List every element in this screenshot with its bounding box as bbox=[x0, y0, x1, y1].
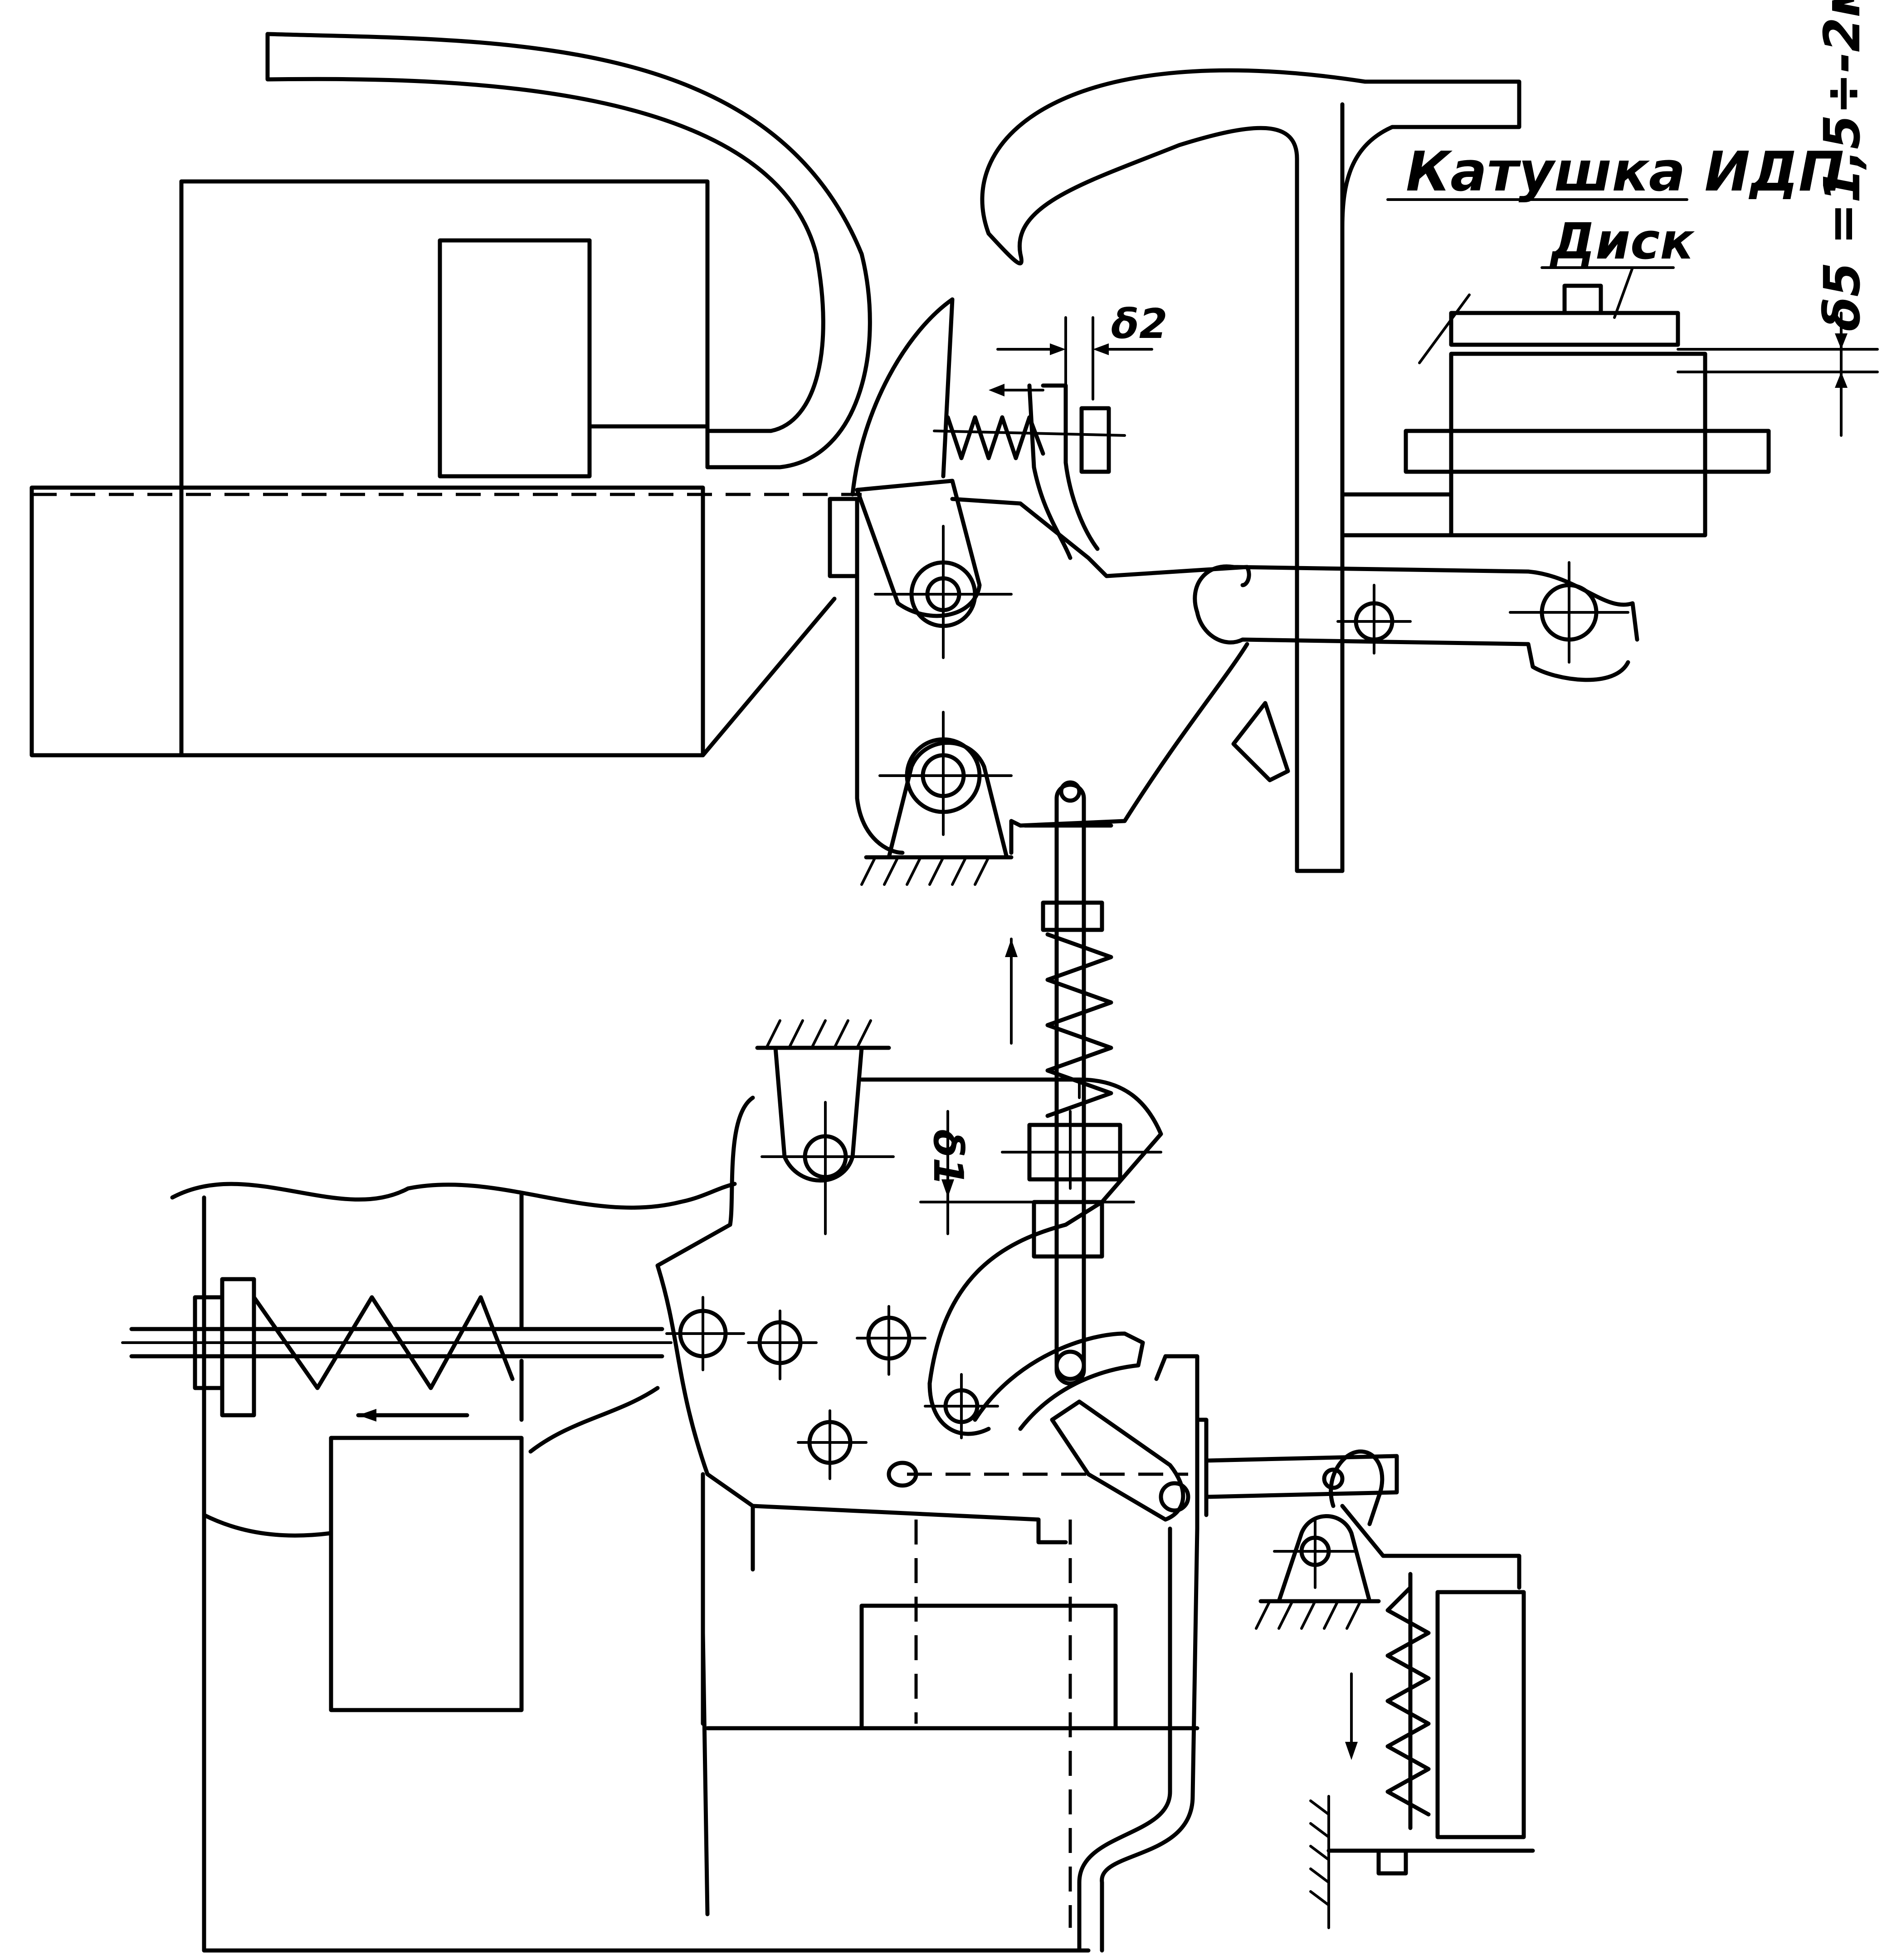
upper-magnet-block bbox=[29, 179, 862, 758]
lower-top-bracket bbox=[755, 1019, 895, 1235]
upper-spring: δ2 bbox=[933, 300, 1167, 560]
right-lower-spring bbox=[1309, 1572, 1535, 1929]
gap-d5-dimension: δ5 =1,5÷-2мм bbox=[1813, 0, 1871, 437]
coil-label: Катушка ИДП bbox=[1406, 141, 1844, 204]
upper-pivot-2 bbox=[878, 711, 1013, 860]
lower-left-housing bbox=[170, 1182, 1199, 1953]
lower-main-plate bbox=[655, 1077, 1163, 1572]
upper-ground-symbol bbox=[860, 855, 1014, 886]
right-shaft bbox=[1204, 1449, 1521, 1630]
gap-d1-label: δ1 bbox=[924, 1129, 972, 1186]
upper-right-stop bbox=[1231, 701, 1290, 782]
upper-latch-lever bbox=[850, 297, 1251, 855]
gap-d5-label: δ5 =1,5÷-2мм bbox=[1813, 0, 1871, 331]
upper-pivot-1 bbox=[874, 525, 1013, 659]
disk bbox=[1449, 266, 1879, 373]
coil-idp bbox=[1340, 293, 1771, 538]
coil-link bbox=[1193, 561, 1639, 682]
horizontal-spring-rod bbox=[121, 1277, 673, 1422]
gap-d1-indicator: δ1 bbox=[919, 1110, 1162, 1259]
right-arc-contact bbox=[980, 68, 1521, 873]
gap-d2-label: δ2 bbox=[1111, 300, 1167, 348]
right-hook-bar bbox=[1077, 1526, 1199, 1953]
disk-label: Диск bbox=[1550, 212, 1695, 270]
left-arc-contact bbox=[265, 32, 872, 469]
small-bracket bbox=[828, 497, 859, 578]
lower-latch-arm bbox=[907, 1331, 1209, 1531]
lower-pivots bbox=[665, 1296, 999, 1488]
pull-rod bbox=[1005, 780, 1113, 1386]
